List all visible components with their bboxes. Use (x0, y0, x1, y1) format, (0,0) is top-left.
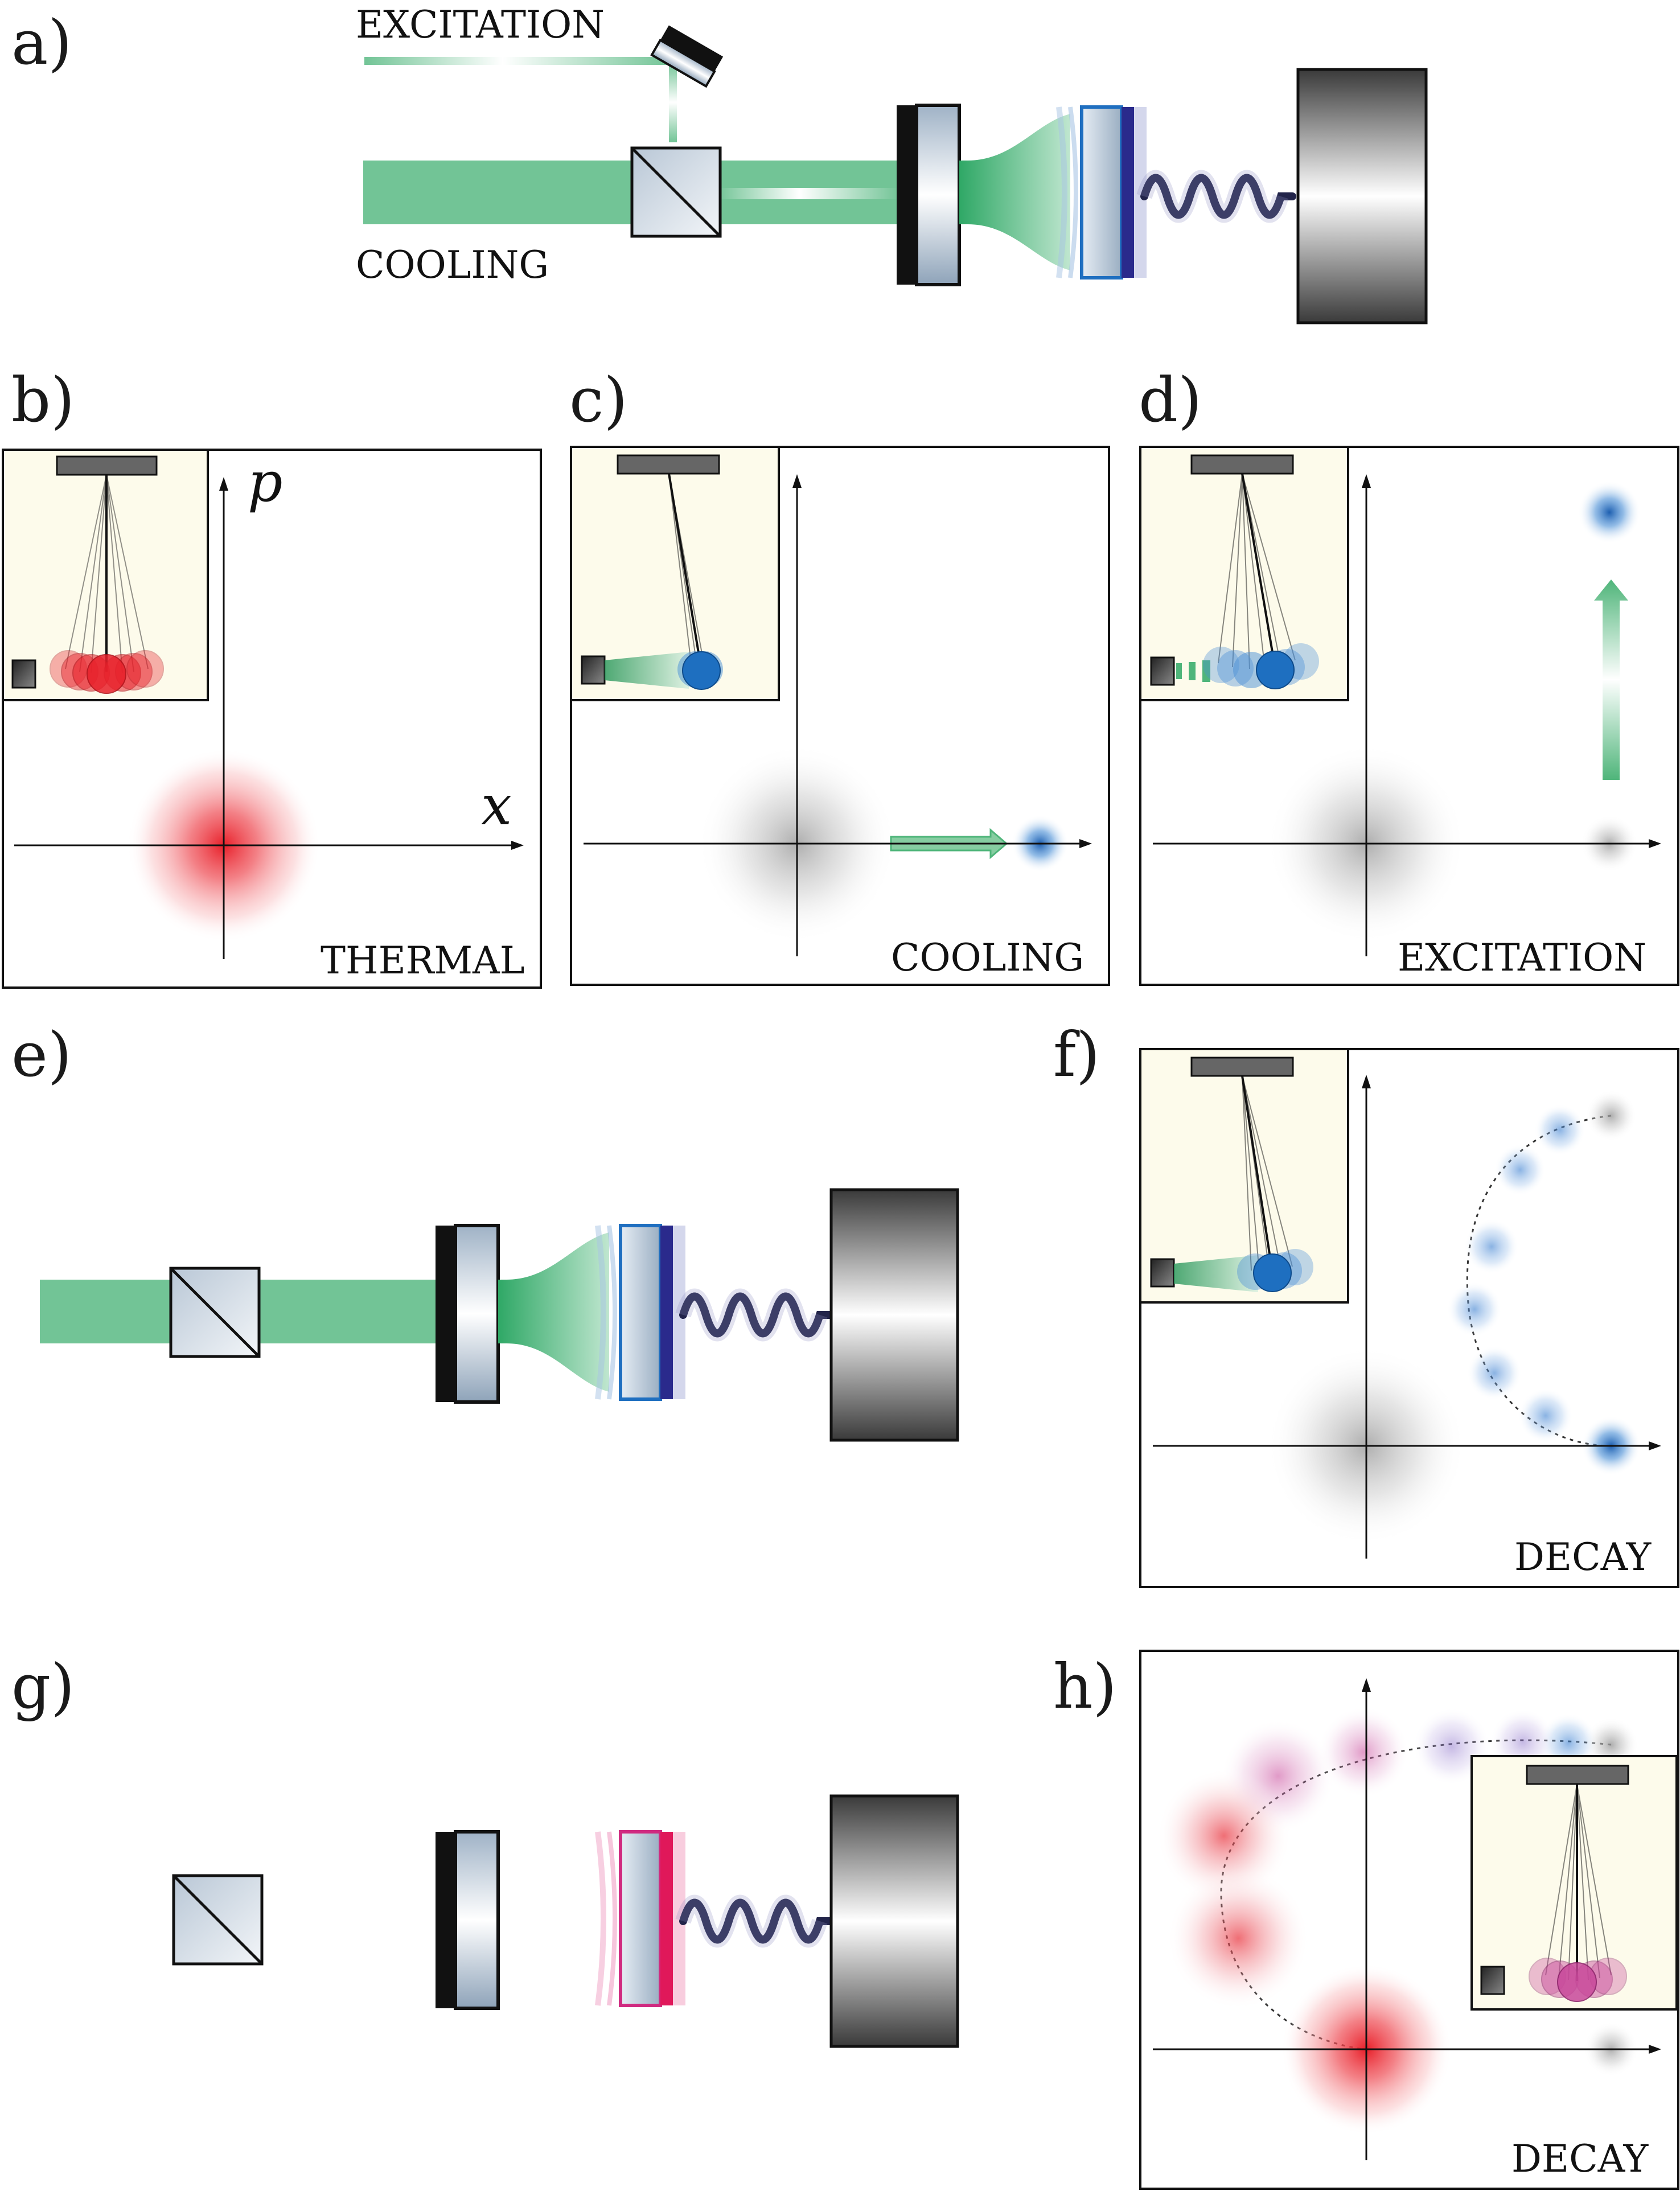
focused-beam (498, 1232, 609, 1392)
thermal-caption: THERMAL (321, 939, 525, 983)
membrane-icon (595, 1830, 685, 2007)
wall-block-icon (829, 1188, 959, 1442)
p-axis-arrow (219, 477, 228, 491)
pendulum-icon (2, 449, 209, 701)
spring-icon (675, 1894, 835, 1948)
input-mirror-icon (436, 1224, 500, 1404)
decay-caption: DECAY (1514, 1535, 1652, 1579)
panel-h: DECAY (1139, 1650, 1679, 2190)
panel-c: COOLING (570, 446, 1110, 986)
beam-splitter-icon (172, 1874, 264, 1966)
spring-icon (1136, 170, 1296, 223)
panel-label-a: a) (11, 7, 72, 79)
panel-label-e: e) (11, 1020, 72, 1091)
wall-block-icon (829, 1794, 959, 2048)
decay-blobs (1157, 1707, 1638, 2135)
panel-d: EXCITATION (1139, 446, 1679, 986)
panel-label-b: b) (11, 365, 75, 436)
excited-state-blob (1578, 481, 1641, 544)
spring-icon (675, 1288, 835, 1342)
beam-splitter-icon (630, 146, 722, 238)
excitation-arrow (1594, 579, 1628, 780)
panel-label-f: f) (1053, 1020, 1100, 1091)
p-axis-arrow (1362, 1075, 1371, 1088)
pendulum-icon (1139, 446, 1349, 701)
pendulum-icon (1470, 1755, 1678, 2011)
setup-e (40, 1188, 959, 1442)
decay-caption: DECAY (1511, 2137, 1649, 2181)
setup-a: EXCITATION COOLING (356, 3, 1428, 324)
excitation-caption: EXCITATION (1398, 936, 1646, 980)
x-axis-arrow (1649, 839, 1661, 848)
p-axis-arrow (1362, 474, 1371, 488)
panel-f: DECAY (1139, 1048, 1679, 1588)
x-axis-arrow (1079, 839, 1092, 848)
cooling-label: COOLING (356, 243, 549, 287)
pendulum-icon (1139, 1048, 1349, 1304)
x-axis-arrow (1649, 1441, 1661, 1450)
pendulum-icon (570, 446, 780, 701)
p-axis-arrow (792, 474, 802, 488)
decay-blobs (1447, 1090, 1641, 1475)
panel-b: x p THERMAL (2, 449, 542, 989)
p-axis-arrow (1362, 1678, 1371, 1692)
setup-g (172, 1794, 959, 2048)
beam-splitter-icon (169, 1267, 261, 1358)
x-axis-arrow (511, 841, 524, 850)
combined-beam-stripe (717, 188, 899, 199)
wall-block-icon (1296, 68, 1428, 324)
input-mirror-icon (436, 1830, 500, 2010)
focused-beam (959, 114, 1070, 270)
excitation-beam-vertical (669, 63, 677, 142)
input-mirror-icon (897, 104, 961, 286)
panel-label-d: d) (1139, 365, 1202, 436)
cooling-beam (363, 161, 636, 224)
excitation-beam (364, 57, 672, 65)
excitation-mirror-icon (650, 25, 724, 88)
panel-label-h: h) (1053, 1651, 1117, 1723)
panel-label-c: c) (569, 365, 628, 436)
p-axis-label: p (248, 450, 282, 514)
cooling-caption: COOLING (891, 936, 1084, 980)
excitation-label: EXCITATION (356, 3, 605, 47)
membrane-icon (1056, 105, 1147, 279)
membrane-icon (595, 1224, 685, 1401)
panel-label-g: g) (11, 1651, 75, 1723)
x-axis-arrow (1649, 2045, 1661, 2054)
x-axis-label: x (481, 774, 512, 837)
